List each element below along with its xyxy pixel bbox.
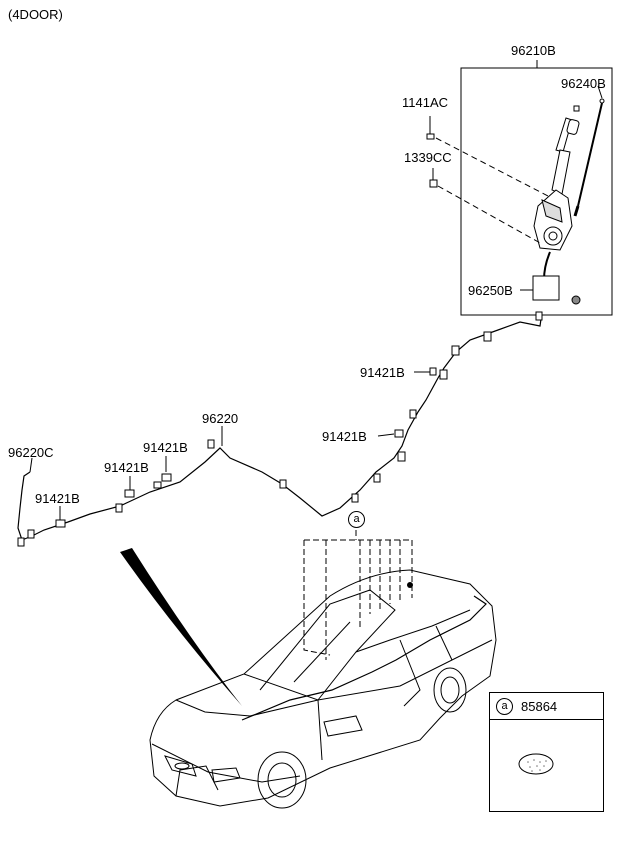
part-label-91421B-upper: 91421B — [360, 365, 405, 380]
part-label-91421B-mid: 91421B — [322, 429, 367, 444]
cable-clips — [17, 311, 543, 547]
part-label-1141AC: 1141AC — [402, 95, 449, 110]
antenna-rod — [573, 98, 605, 217]
callout-marker-a: a — [348, 511, 365, 528]
detail-box: a 85864 — [489, 692, 604, 812]
dash-line-bolt — [435, 137, 549, 197]
detail-part-label: 85864 — [521, 699, 558, 714]
part-label-1339CC: 1339CC — [404, 150, 452, 165]
callout-lines — [303, 530, 413, 660]
detail-marker-a: a — [496, 698, 513, 715]
part-label-91421B-left: 91421B — [35, 491, 80, 506]
part-label-91421B-rear2: 91421B — [104, 460, 149, 475]
pad-texture — [527, 759, 547, 772]
leader-96240B — [597, 85, 603, 99]
part-label-96220: 96220 — [202, 411, 239, 426]
pad-85864 — [518, 753, 554, 775]
antenna-motor — [533, 105, 581, 305]
dash-line-nut — [437, 185, 543, 245]
bolt-1141AC — [426, 116, 435, 140]
nut-1339CC — [429, 168, 438, 188]
part-label-96220C: 96220C — [8, 445, 54, 460]
variant-label: (4DOOR) — [8, 7, 63, 22]
part-label-96250B: 96250B — [468, 283, 513, 298]
detail-header: a 85864 — [490, 693, 603, 720]
wiring-route-arrow — [120, 548, 242, 706]
part-leaders — [29, 371, 430, 520]
drain-hose — [532, 275, 560, 301]
roof-cable — [241, 595, 487, 721]
roof-antenna-point — [407, 582, 413, 588]
antenna-cable — [17, 311, 543, 541]
car-illustration — [149, 569, 497, 809]
part-label-96240B: 96240B — [561, 76, 606, 91]
part-label-91421B-rear1: 91421B — [143, 440, 188, 455]
part-label-96210B: 96210B — [511, 43, 556, 58]
